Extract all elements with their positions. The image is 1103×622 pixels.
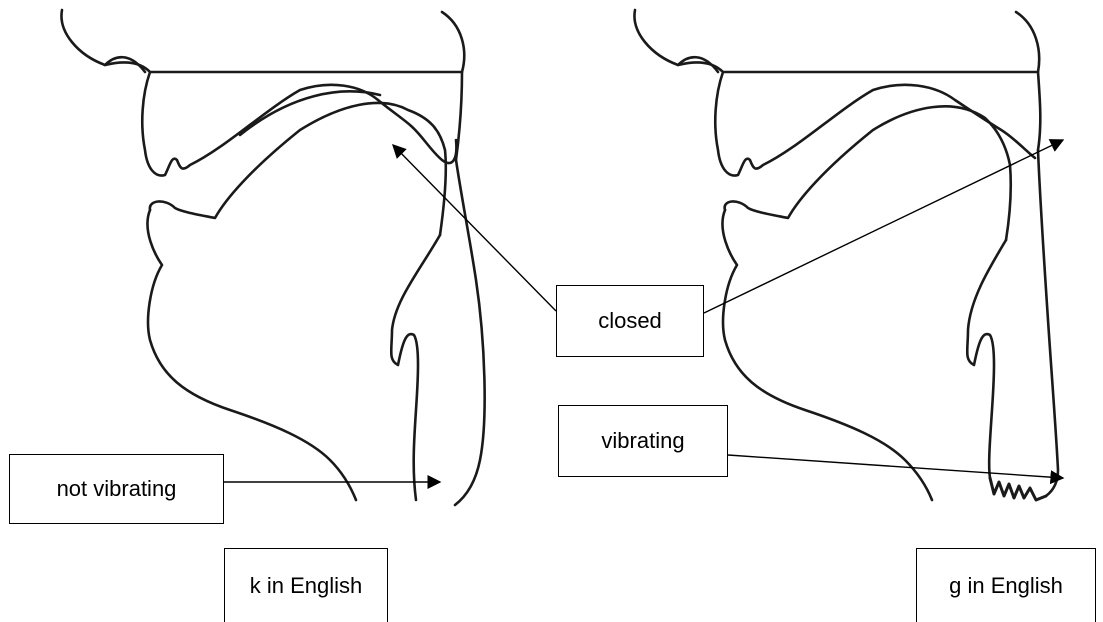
k-caption: k in English xyxy=(224,548,388,622)
tongue-k xyxy=(150,103,446,235)
nasal-cavity-top-g xyxy=(634,10,1038,72)
vocal-tract-k xyxy=(61,10,484,505)
neck-back-g xyxy=(1038,150,1058,496)
tongue-g xyxy=(725,106,1011,240)
not-vibrating-label: not vibrating xyxy=(9,454,224,524)
upper-lip-palate-g xyxy=(715,72,1035,176)
closed-label: closed xyxy=(556,285,704,357)
back-of-head-k xyxy=(442,12,464,160)
vocal-fold-vibration-zigzag xyxy=(990,478,1046,500)
arrow-vibrating xyxy=(728,455,1063,478)
back-of-head-g xyxy=(1016,12,1040,150)
vibrating-label: vibrating xyxy=(558,405,728,477)
palate-line-k xyxy=(240,91,380,135)
pharynx-front-k xyxy=(391,235,440,500)
pharynx-front-g xyxy=(967,240,1006,478)
g-caption: g in English xyxy=(916,548,1096,622)
arrow-closed-to-k xyxy=(393,145,556,311)
upper-lip-palate-k xyxy=(142,72,456,176)
nasal-cavity-top-k xyxy=(61,10,462,72)
